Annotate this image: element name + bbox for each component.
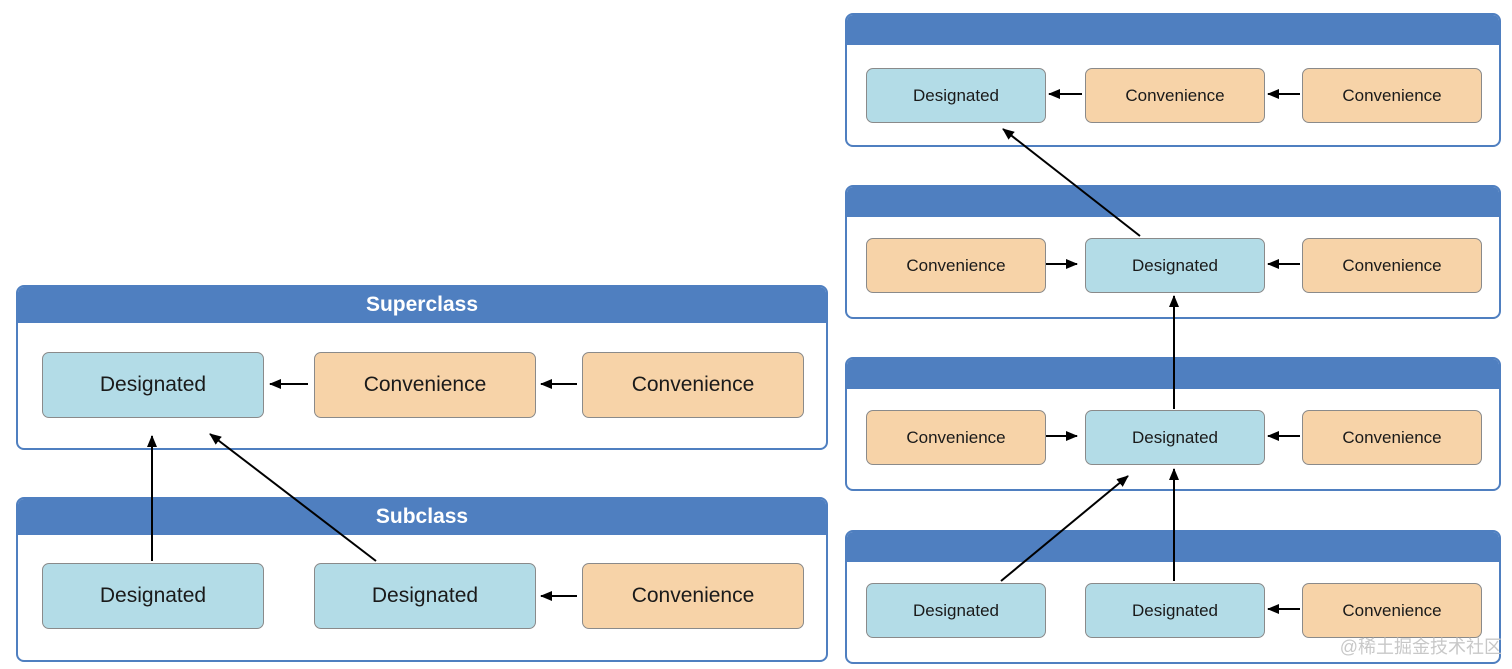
designated-node: Designated	[1085, 410, 1265, 465]
watermark: @稀土掘金技术社区	[1339, 637, 1502, 657]
panel-2-title	[847, 187, 1499, 217]
designated-node: Designated	[42, 563, 264, 629]
designated-node: Designated	[866, 68, 1046, 123]
convenience-node: Convenience	[1302, 410, 1482, 465]
class-panel-3: Convenience Designated Convenience	[845, 357, 1501, 491]
class-panel-2: Convenience Designated Convenience	[845, 185, 1501, 319]
subclass-panel: Subclass Designated Designated Convenien…	[16, 497, 828, 662]
subclass-title: Subclass	[18, 499, 826, 535]
designated-node: Designated	[42, 352, 264, 418]
convenience-node: Convenience	[866, 238, 1046, 293]
designated-node: Designated	[1085, 238, 1265, 293]
convenience-node: Convenience	[1302, 68, 1482, 123]
convenience-node: Convenience	[1302, 238, 1482, 293]
convenience-node: Convenience	[314, 352, 536, 418]
convenience-node: Convenience	[866, 410, 1046, 465]
panel-3-title	[847, 359, 1499, 389]
designated-node: Designated	[1085, 583, 1265, 638]
convenience-node: Convenience	[1085, 68, 1265, 123]
panel-4-title	[847, 532, 1499, 562]
designated-node: Designated	[866, 583, 1046, 638]
class-panel-1: Designated Convenience Convenience	[845, 13, 1501, 147]
convenience-node: Convenience	[582, 352, 804, 418]
designated-node: Designated	[314, 563, 536, 629]
panel-1-title	[847, 15, 1499, 45]
superclass-title: Superclass	[18, 287, 826, 323]
convenience-node: Convenience	[582, 563, 804, 629]
superclass-panel: Superclass Designated Convenience Conven…	[16, 285, 828, 450]
convenience-node: Convenience	[1302, 583, 1482, 638]
